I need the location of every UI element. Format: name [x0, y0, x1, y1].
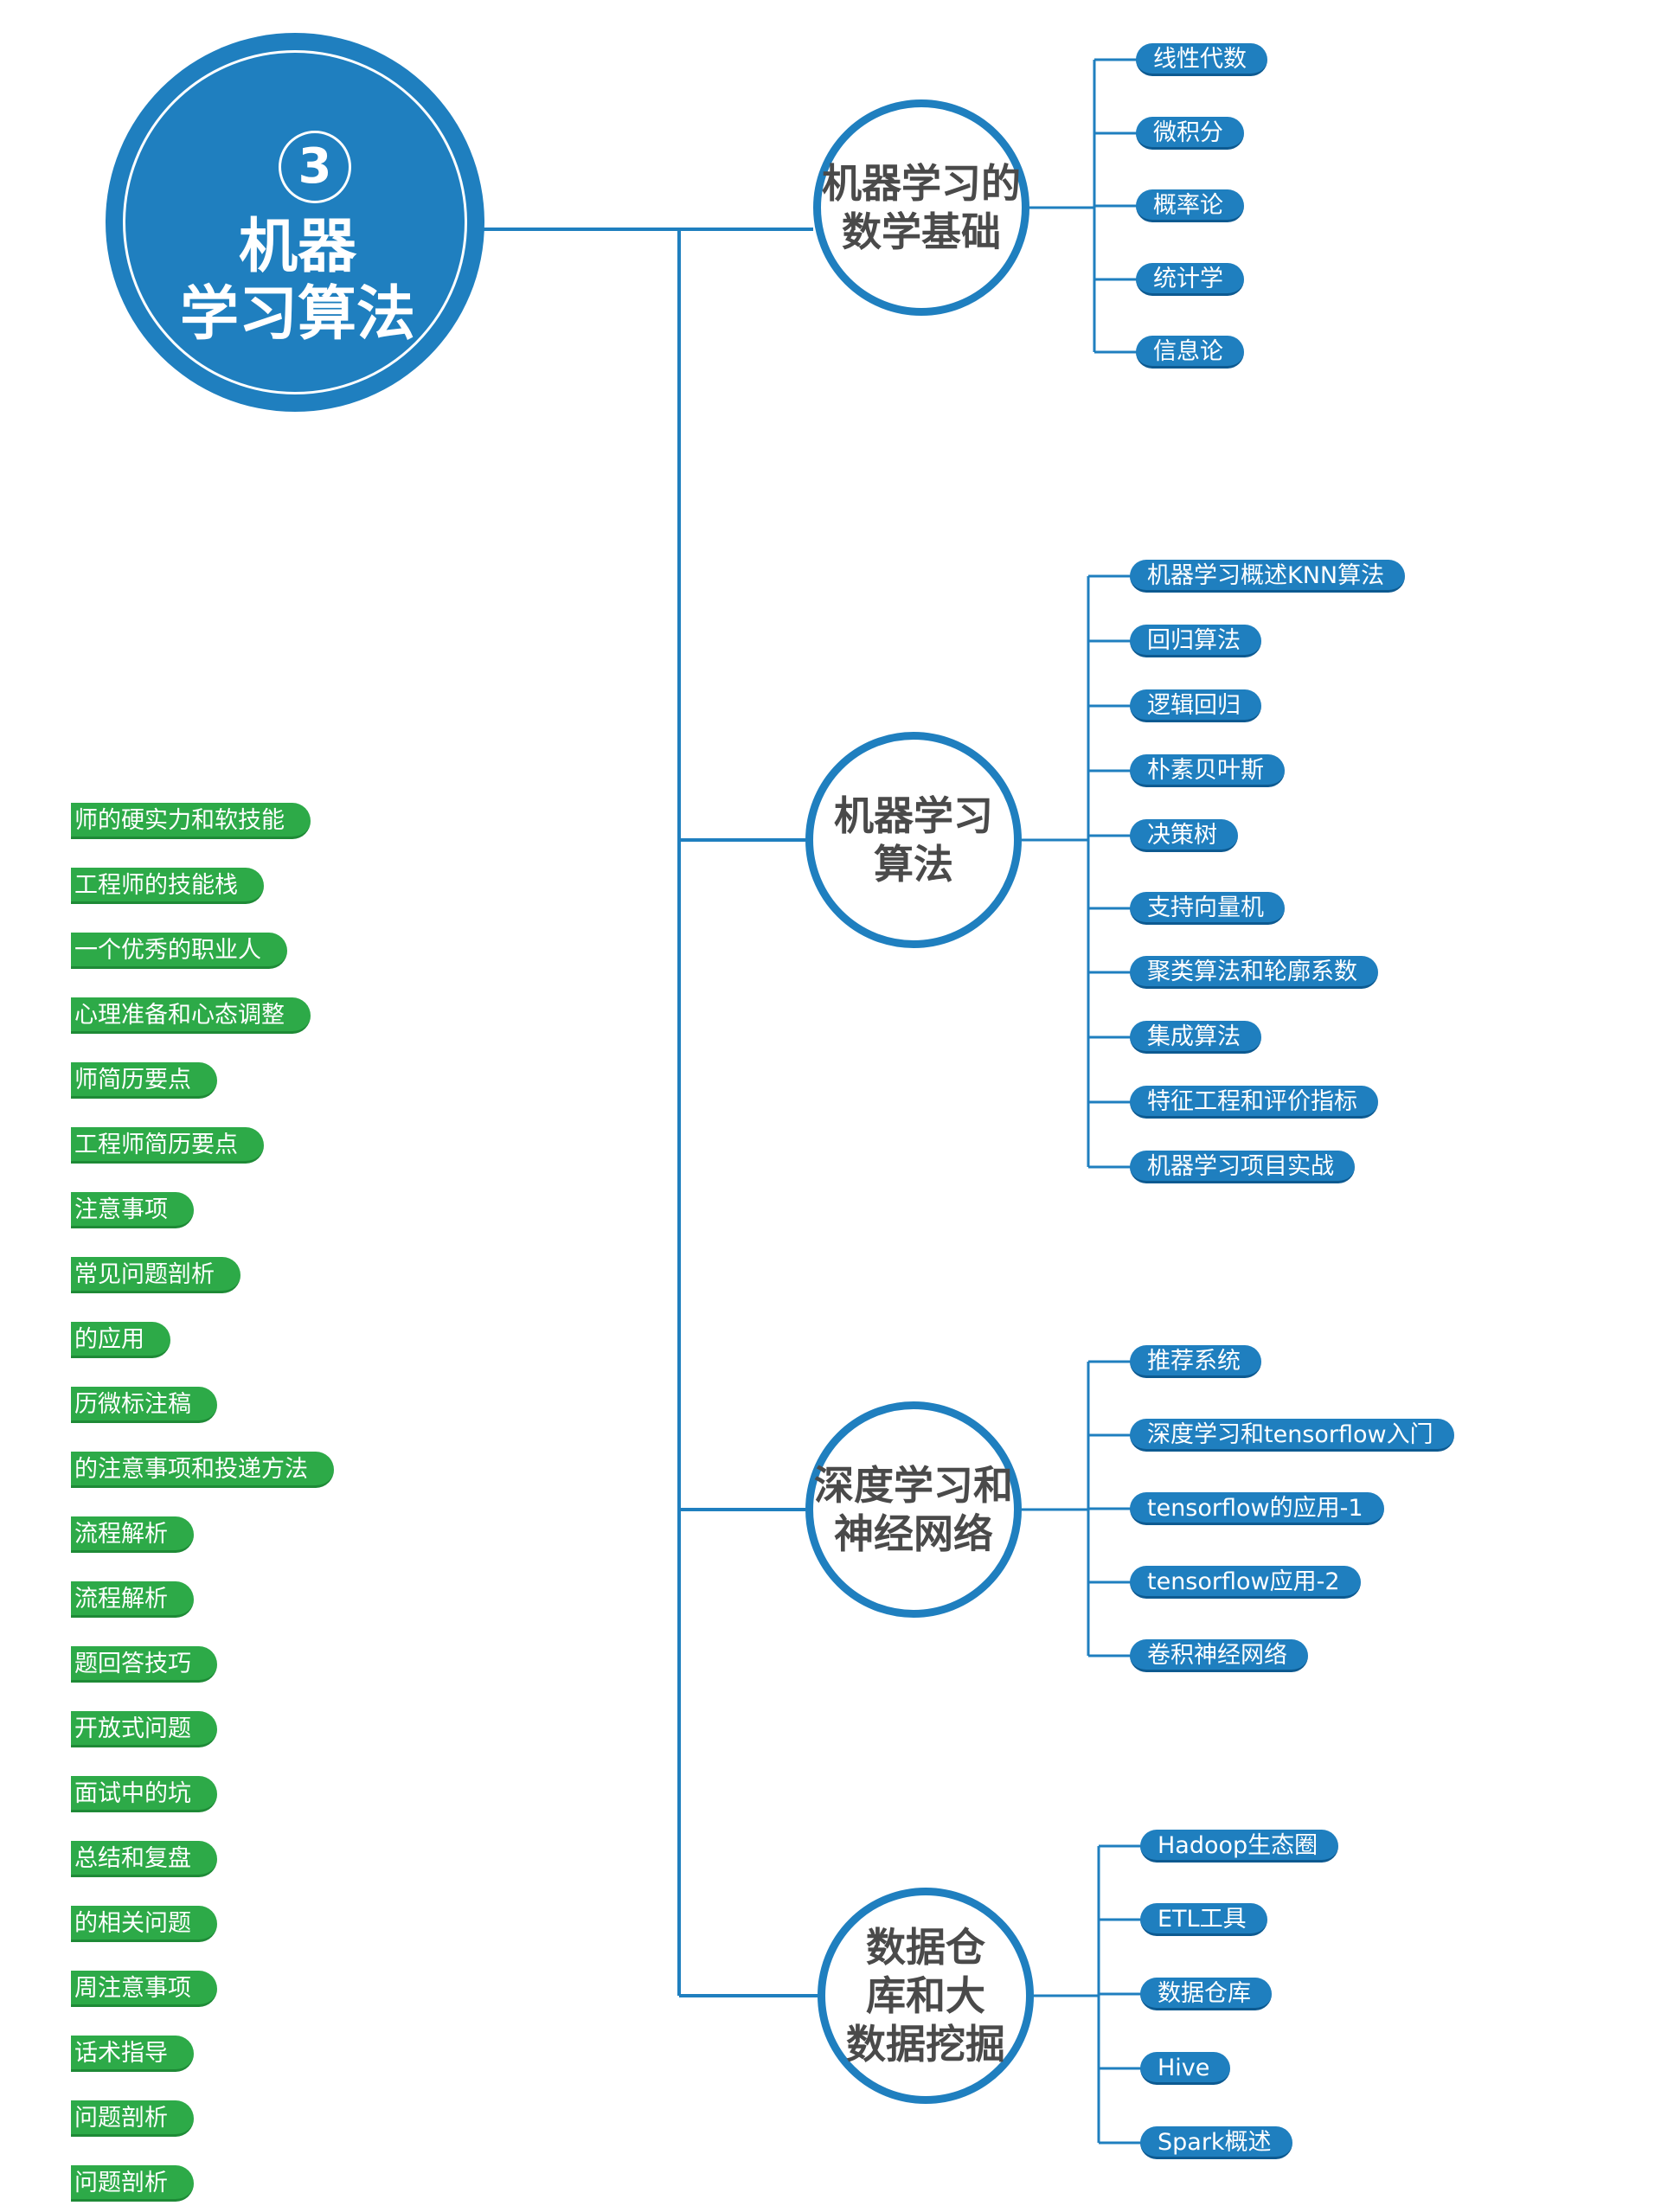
main-topic-node: 3 机器 学习算法	[106, 33, 484, 412]
branch-label-line: 神经网络	[834, 1510, 993, 1557]
left-topic-pill: 问题剖析	[71, 2165, 194, 2202]
main-topic-title: 机器 学习算法	[125, 214, 470, 349]
topic-pill: 统计学	[1136, 263, 1244, 296]
topic-pill: 机器学习概述KNN算法	[1130, 560, 1406, 593]
branch-node-ml-algorithms: 机器学习 算法	[805, 732, 1022, 948]
topic-pill: 朴素贝叶斯	[1130, 754, 1285, 787]
topic-pill: 深度学习和tensorflow入门	[1130, 1419, 1454, 1452]
left-topic-pill: 周注意事项	[71, 1971, 217, 2007]
branch-node-data-warehouse: 数据仓 库和大 数据挖掘	[818, 1888, 1034, 2104]
topic-pill: Hive	[1140, 2052, 1231, 2085]
branch-label-line: 深度学习和	[814, 1462, 1013, 1509]
branch-label-line: 数据仓	[866, 1924, 985, 1971]
left-topic-pill: 历微标注稿	[71, 1387, 217, 1423]
topic-pill: 信息论	[1136, 336, 1244, 369]
main-title-line-1: 机器	[238, 213, 356, 281]
topic-pill: 推荐系统	[1130, 1345, 1261, 1378]
topic-pill: 决策树	[1130, 819, 1238, 852]
left-topic-pill: 一个优秀的职业人	[71, 933, 287, 969]
topic-pill: 微积分	[1136, 117, 1244, 150]
topic-pill: 集成算法	[1130, 1021, 1261, 1054]
left-topic-pill: 总结和复盘	[71, 1841, 217, 1877]
left-topic-pill: 话术指导	[71, 2036, 194, 2072]
topic-pill: 卷积神经网络	[1130, 1639, 1308, 1672]
left-topic-pill: 的应用	[71, 1322, 170, 1358]
branch-label-line: 数学基础	[842, 208, 1001, 255]
topic-pill: 数据仓库	[1140, 1978, 1272, 2010]
topic-pill: 聚类算法和轮廓系数	[1130, 956, 1378, 989]
left-topic-pill: 流程解析	[71, 1516, 194, 1553]
left-topic-pill: 开放式问题	[71, 1711, 217, 1747]
topic-pill: 支持向量机	[1130, 892, 1285, 925]
topic-pill: 机器学习项目实战	[1130, 1151, 1355, 1183]
left-topic-pill: 师简历要点	[71, 1062, 217, 1099]
left-topic-pill: 常见问题剖析	[71, 1257, 240, 1293]
topic-pill: 概率论	[1136, 189, 1244, 222]
topic-pill: Hadoop生态圈	[1140, 1830, 1339, 1863]
left-topic-pill: 师的硬实力和软技能	[71, 803, 311, 839]
left-topic-pill: 工程师的技能栈	[71, 868, 264, 904]
left-topic-pill: 注意事项	[71, 1192, 194, 1228]
topic-pill: 特征工程和评价指标	[1130, 1086, 1378, 1119]
branch-label-line: 机器学习	[834, 792, 993, 839]
left-topic-pill: 问题剖析	[71, 2100, 194, 2137]
branch-label-line: 算法	[874, 841, 953, 888]
main-topic-number: 3	[279, 131, 351, 203]
left-topic-pill: 面试中的坑	[71, 1776, 217, 1812]
main-title-line-2: 学习算法	[179, 280, 415, 349]
branch-label-line: 机器学习的	[822, 160, 1021, 207]
topic-pill: 线性代数	[1136, 43, 1267, 76]
topic-pill: ETL工具	[1140, 1903, 1267, 1936]
topic-pill: 回归算法	[1130, 625, 1261, 657]
left-topic-pill: 流程解析	[71, 1581, 194, 1618]
left-topic-pill: 心理准备和心态调整	[71, 997, 311, 1034]
topic-pill: tensorflow应用-2	[1130, 1566, 1361, 1599]
topic-pill: 逻辑回归	[1130, 689, 1261, 722]
topic-pill: Spark概述	[1140, 2126, 1292, 2159]
branch-node-deep-learning: 深度学习和 神经网络	[805, 1401, 1022, 1618]
main-topic-inner-ring: 3 机器 学习算法	[123, 50, 467, 394]
left-topic-pill: 工程师简历要点	[71, 1127, 264, 1164]
left-topic-pill: 的注意事项和投递方法	[71, 1452, 334, 1488]
branch-label-line: 库和大	[866, 1972, 985, 2019]
branch-node-math-foundations: 机器学习的 数学基础	[813, 99, 1029, 316]
branch-label-line: 数据挖掘	[846, 2021, 1005, 2068]
left-topic-pill: 题回答技巧	[71, 1646, 217, 1683]
left-topic-pill: 的相关问题	[71, 1906, 217, 1942]
topic-pill: tensorflow的应用-1	[1130, 1492, 1384, 1525]
